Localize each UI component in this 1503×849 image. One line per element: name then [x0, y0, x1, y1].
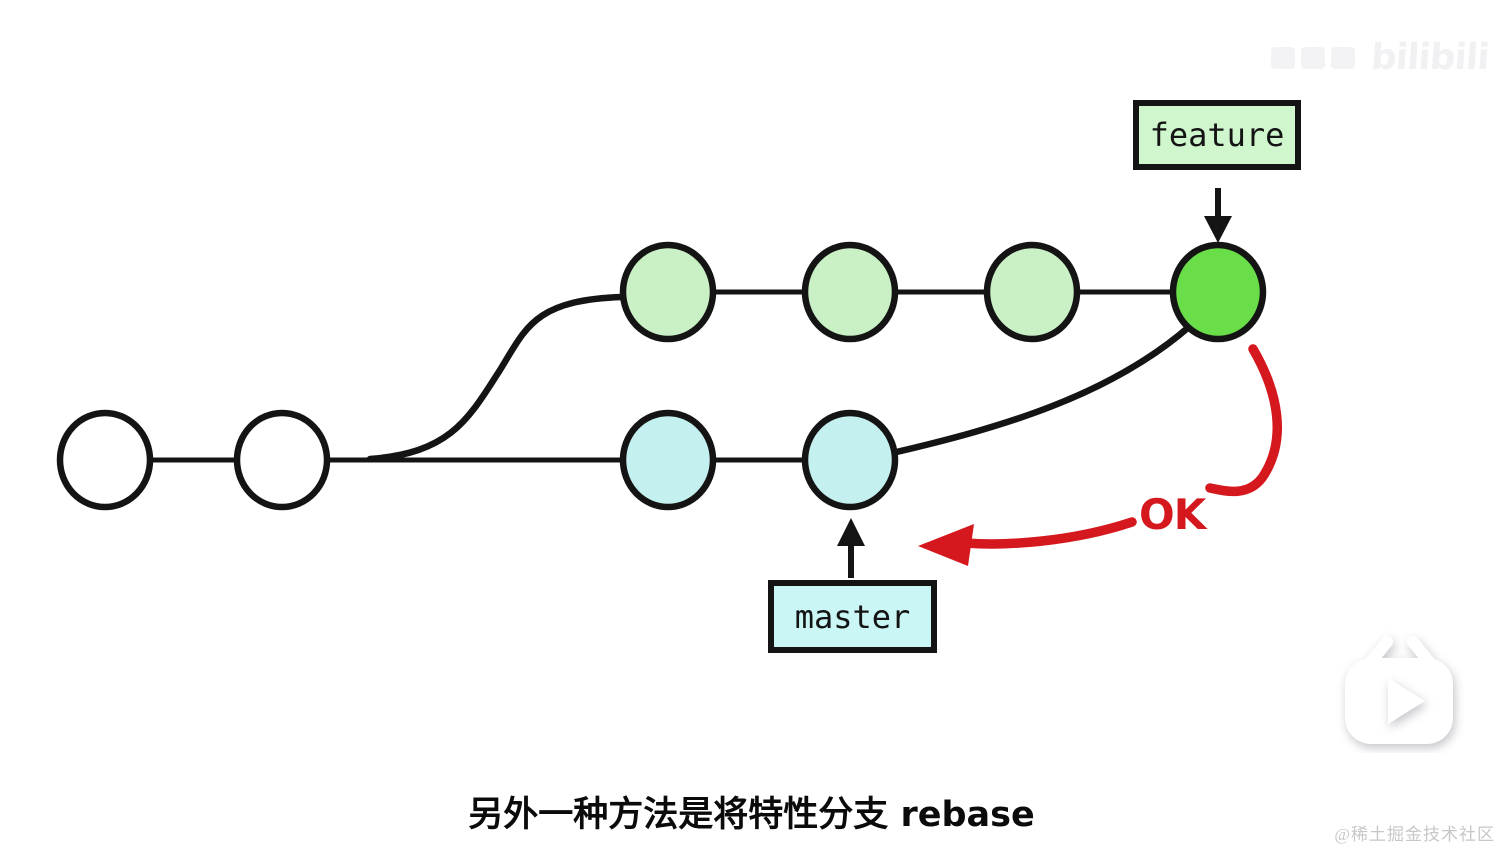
- tv-play-icon: [1335, 628, 1465, 757]
- master-commit-1: [619, 409, 717, 511]
- master-branch-label-text: master: [794, 597, 911, 636]
- feature-pointer-arrow-icon: [1204, 188, 1232, 243]
- community-watermark: @稀土掘金技术社区: [1334, 825, 1495, 844]
- master-pointer-arrow-icon: [837, 518, 865, 578]
- base-commit-1: [56, 409, 154, 511]
- video-subtitle-caption: 另外一种方法是将特性分支 rebase: [468, 795, 1035, 835]
- base-commit-2: [233, 409, 331, 511]
- edge-branch-off-curve: [366, 293, 626, 463]
- master-commit-2: [801, 409, 899, 511]
- feature-commit-4: [1169, 241, 1267, 343]
- feature-branch-label-text: feature: [1149, 116, 1285, 154]
- feature-commit-2: [801, 241, 899, 343]
- rebase-ok-arrow-icon: [918, 344, 1282, 566]
- feature-commit-3: [983, 241, 1081, 343]
- edge-rebase-curve: [888, 322, 1194, 457]
- master-branch-label: master: [768, 580, 937, 653]
- feature-branch-label: feature: [1133, 100, 1301, 170]
- ok-annotation: OK: [1139, 490, 1206, 539]
- feature-commit-1: [619, 241, 717, 343]
